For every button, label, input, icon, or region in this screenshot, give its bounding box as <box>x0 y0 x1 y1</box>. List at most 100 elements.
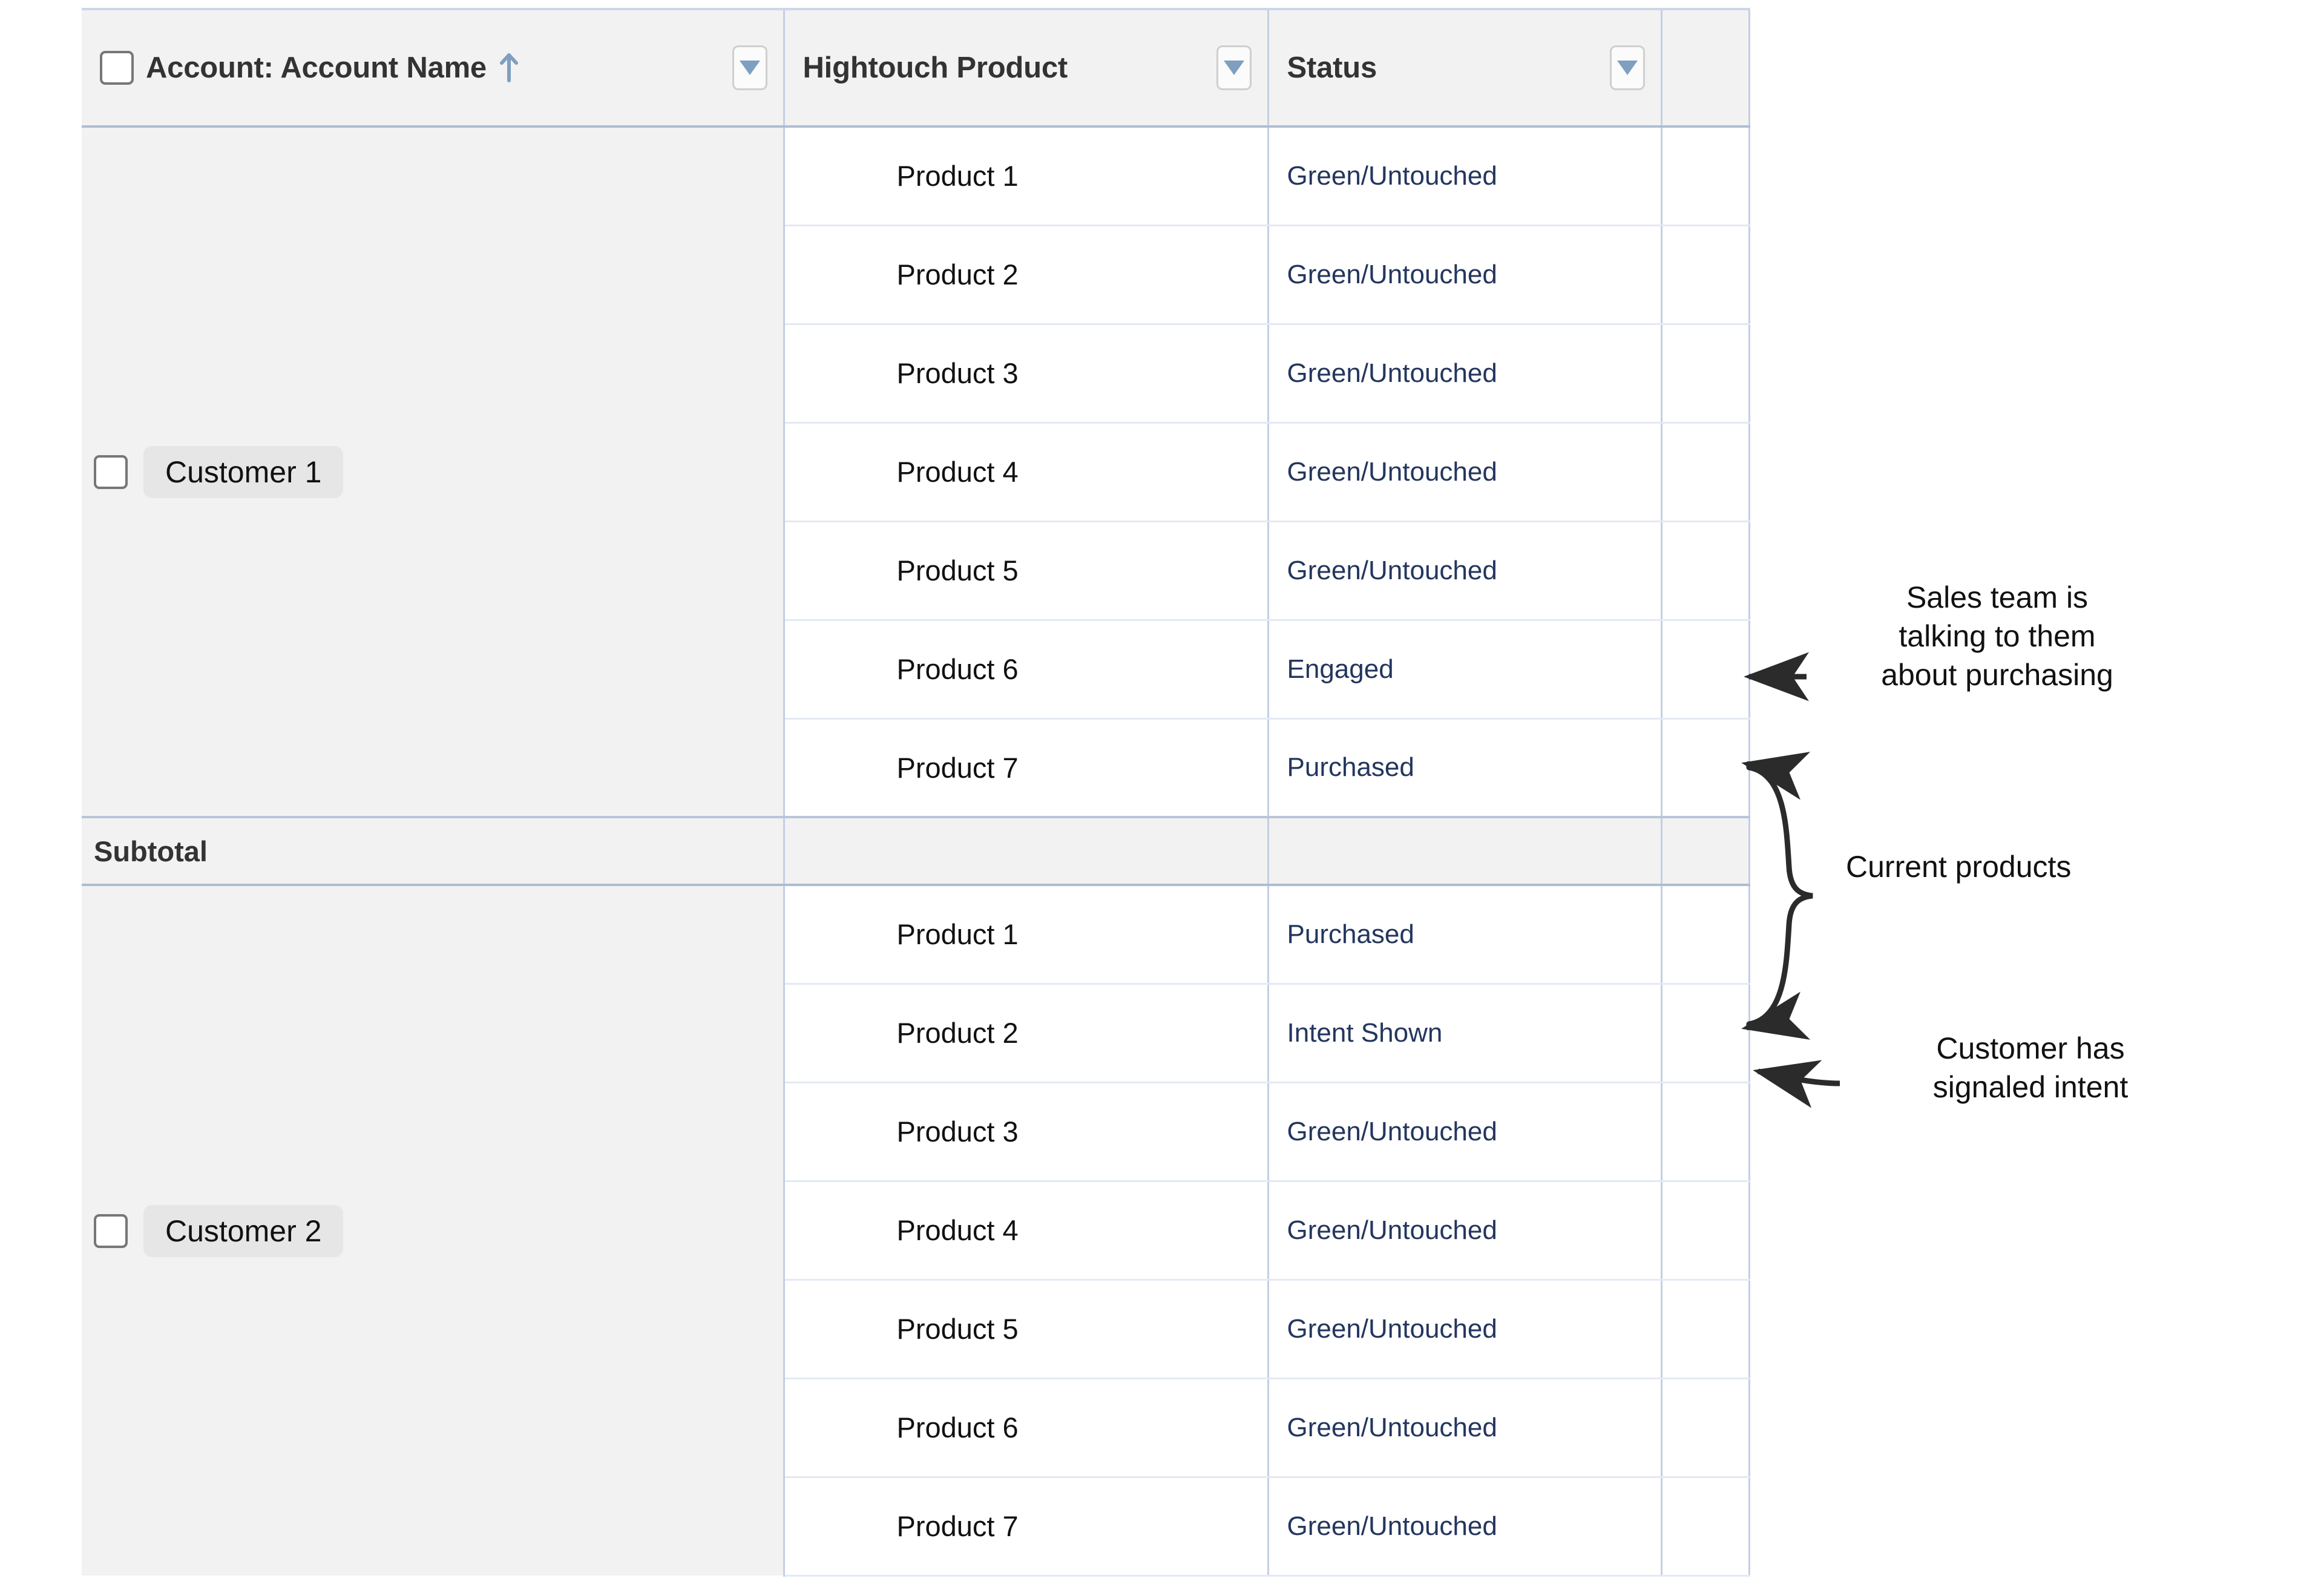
table-row[interactable]: Product 3 Green/Untouched <box>82 1082 1750 1182</box>
column-header-account[interactable]: Account: Account Name <box>82 8 785 128</box>
chevron-down-icon <box>739 61 760 75</box>
header-row: Account: Account Name <box>82 8 1750 128</box>
status-cell: Purchased <box>1268 885 1663 985</box>
subtotal-label: Subtotal <box>94 835 208 867</box>
status-cell: Green/Untouched <box>1268 1378 1663 1478</box>
status-cell: Green/Untouched <box>1268 126 1663 226</box>
filter-dropdown-button-status[interactable] <box>1609 45 1645 90</box>
product-cell: Product 7 <box>784 1477 1269 1577</box>
status-value: Green/Untouched <box>1287 1313 1497 1344</box>
status-cell: Green/Untouched <box>1268 1477 1663 1577</box>
annotation-current-products: Current products <box>1846 850 2072 884</box>
product-cell: Product 5 <box>784 1280 1269 1379</box>
status-cell: Green/Untouched <box>1268 1082 1663 1182</box>
product-cell: Product 5 <box>784 521 1269 621</box>
status-value: Purchased <box>1287 919 1414 949</box>
product-name: Product 4 <box>896 1214 1019 1246</box>
overflow-cell <box>1661 620 1750 720</box>
status-value: Green/Untouched <box>1287 1116 1497 1146</box>
overflow-cell <box>1661 521 1750 621</box>
product-name: Product 2 <box>896 258 1019 291</box>
status-cell: Green/Untouched <box>1268 1181 1663 1281</box>
table-row[interactable]: Product 5 Green/Untouched <box>82 1280 1750 1379</box>
row-select-checkbox[interactable] <box>94 455 128 489</box>
status-cell: Green/Untouched <box>1268 422 1663 522</box>
overflow-cell <box>1661 885 1750 985</box>
account-name-chip[interactable]: Customer 2 <box>143 1204 344 1257</box>
column-header-status-label: Status <box>1287 51 1377 84</box>
status-cell: Green/Untouched <box>1268 324 1663 424</box>
table-row[interactable]: Product 2 Intent Shown <box>82 984 1750 1083</box>
product-name: Product 1 <box>896 160 1019 192</box>
product-name: Product 3 <box>896 357 1019 389</box>
table-row[interactable]: Product 3 Green/Untouched <box>82 324 1750 424</box>
product-cell: Product 2 <box>784 984 1269 1083</box>
subtotal-row: Subtotal <box>82 816 1750 886</box>
table-header: Account: Account Name <box>82 8 1750 128</box>
account-products-table: Account: Account Name <box>82 8 1750 1577</box>
product-cell: Product 6 <box>784 1378 1269 1478</box>
arrow-to-purchased-bottom <box>1741 991 1811 1040</box>
overflow-cell <box>1661 1181 1750 1281</box>
status-value: Green/Untouched <box>1287 160 1497 191</box>
status-value: Green/Untouched <box>1287 1215 1497 1245</box>
subtotal-label-cell: Subtotal <box>82 816 785 886</box>
arrow-to-intent-shown <box>1753 1060 1840 1108</box>
filter-dropdown-button-product[interactable] <box>1216 45 1252 90</box>
chevron-down-icon <box>1223 61 1244 75</box>
product-name: Product 2 <box>896 1017 1019 1049</box>
status-value: Green/Untouched <box>1287 358 1497 388</box>
column-header-status[interactable]: Status <box>1268 8 1663 128</box>
filter-dropdown-button-account[interactable] <box>732 45 767 90</box>
select-all-checkbox[interactable] <box>100 51 134 85</box>
status-value: Green/Untouched <box>1287 555 1497 585</box>
status-cell: Engaged <box>1268 620 1663 720</box>
account-cell: Customer 2 <box>82 885 785 1575</box>
product-name: Product 6 <box>896 653 1019 685</box>
product-cell: Product 6 <box>784 620 1269 720</box>
column-header-account-label: Account: Account Name <box>146 51 487 84</box>
product-name: Product 6 <box>896 1411 1019 1444</box>
status-value: Green/Untouched <box>1287 456 1497 487</box>
status-cell: Green/Untouched <box>1268 521 1663 621</box>
table-row[interactable]: Product 7 Green/Untouched <box>82 1477 1750 1577</box>
product-name: Product 7 <box>896 1510 1019 1542</box>
overflow-cell <box>1661 126 1750 226</box>
sort-ascending-icon[interactable] <box>499 53 519 83</box>
account-name-chip[interactable]: Customer 1 <box>143 445 344 498</box>
table-row[interactable]: Product 6 Green/Untouched <box>82 1378 1750 1478</box>
account-cell: Customer 1 <box>82 126 785 817</box>
table-row[interactable]: Product 4 Green/Untouched <box>82 422 1750 522</box>
row-select-checkbox[interactable] <box>94 1214 128 1248</box>
status-value: Intent Shown <box>1287 1017 1443 1048</box>
overflow-cell <box>1661 1082 1750 1182</box>
column-header-product[interactable]: Hightouch Product <box>784 8 1269 128</box>
overflow-cell <box>1661 225 1750 325</box>
status-value: Purchased <box>1287 752 1414 783</box>
table-row[interactable]: Product 4 Green/Untouched <box>82 1181 1750 1281</box>
brace-current-products <box>1746 764 1813 1027</box>
overflow-cell <box>1661 984 1750 1083</box>
annotation-sales-team: Sales team is talking to them about purc… <box>1881 580 2113 692</box>
product-name: Product 5 <box>896 1313 1019 1345</box>
product-name: Product 4 <box>896 456 1019 488</box>
table-row[interactable]: Customer 1 Product 1 Green/Untouched <box>82 126 1750 817</box>
column-header-overflow <box>1661 8 1750 128</box>
status-cell: Purchased <box>1268 718 1663 818</box>
product-cell: Product 4 <box>784 1181 1269 1281</box>
status-cell: Green/Untouched <box>1268 225 1663 325</box>
subtotal-product-cell <box>784 816 1269 886</box>
table-row[interactable]: Product 2 Green/Untouched <box>82 225 1750 325</box>
arrow-to-purchased-top <box>1741 752 1811 800</box>
status-value: Green/Untouched <box>1287 1511 1497 1541</box>
product-name: Product 3 <box>896 1115 1019 1148</box>
product-cell: Product 4 <box>784 422 1269 522</box>
status-cell: Intent Shown <box>1268 984 1663 1083</box>
overflow-cell <box>1661 324 1750 424</box>
table-row[interactable]: Product 6 Engaged <box>82 620 1750 720</box>
status-value: Green/Untouched <box>1287 1412 1497 1442</box>
table-row[interactable]: Product 5 Green/Untouched <box>82 521 1750 621</box>
